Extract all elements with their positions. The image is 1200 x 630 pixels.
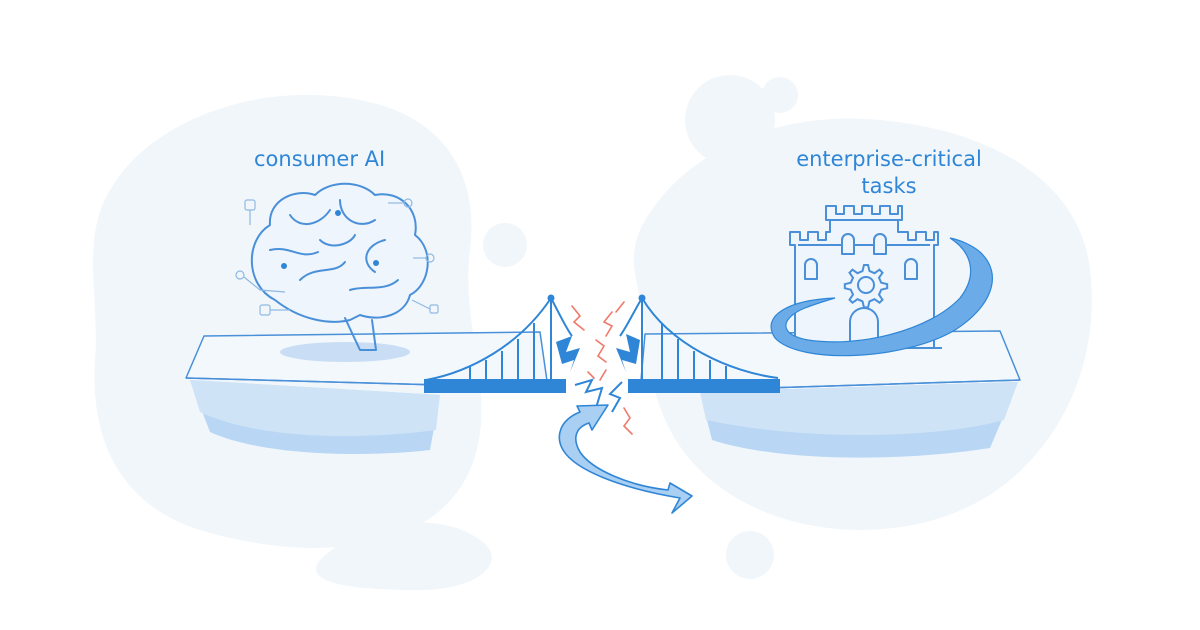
circuit-lines — [235, 198, 439, 316]
enterprise-tasks-label-line1: enterprise-critical — [796, 147, 982, 171]
suspension-bridge-icon — [424, 294, 780, 393]
swoosh-arc — [770, 237, 993, 357]
lightning-crack-icon — [556, 301, 640, 435]
gear-icon — [843, 264, 889, 309]
curved-arrow-icon — [558, 404, 693, 514]
enterprise-tasks-label-line2: tasks — [861, 174, 917, 198]
consumer-ai-label: consumer AI — [254, 147, 386, 171]
enterprise-tasks-label: enterprise-critical tasks — [789, 146, 989, 200]
left-island — [185, 331, 549, 455]
